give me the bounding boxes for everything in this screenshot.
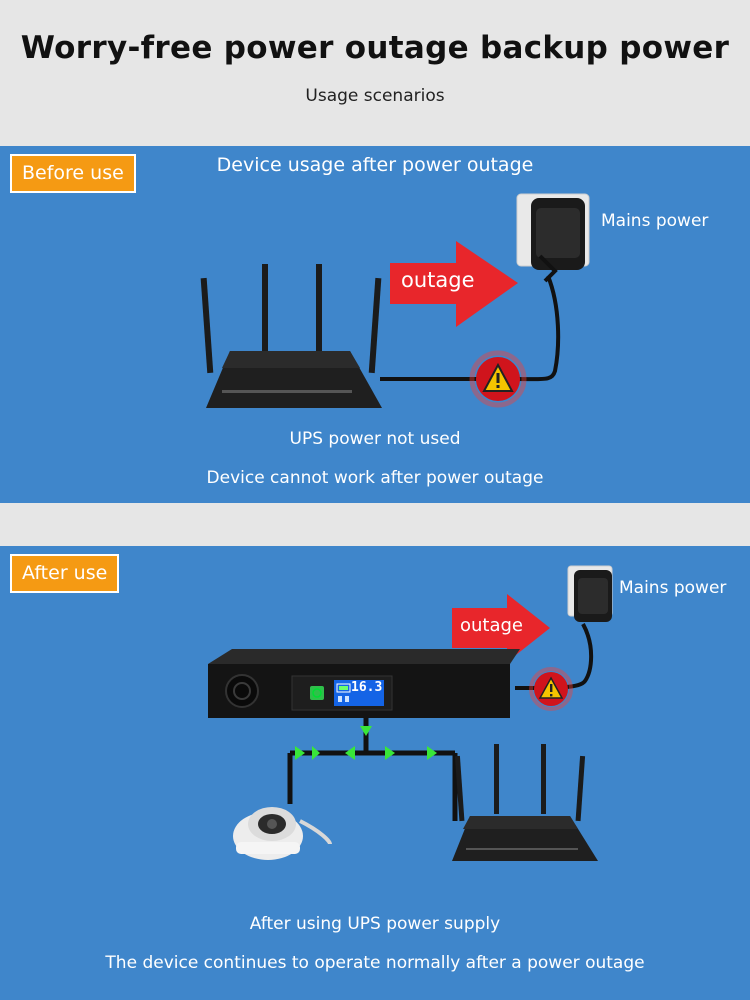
before-mains-label: Mains power <box>601 211 709 231</box>
after-caption-1: After using UPS power supply <box>249 914 501 934</box>
router-icon <box>452 744 598 861</box>
warning-icon <box>469 350 527 408</box>
after-outage-label: outage <box>460 615 524 636</box>
power-adapter-icon <box>516 193 590 283</box>
before-heading: Device usage after power outage <box>216 154 534 176</box>
power-cable <box>380 275 561 382</box>
after-outage-arrow <box>452 594 550 662</box>
section-gap <box>0 503 750 546</box>
after-mains-label: Mains power <box>619 578 727 598</box>
after-caption-2: The device continues to operate normally… <box>105 953 645 973</box>
power-adapter-icon <box>567 565 613 622</box>
after-illustration <box>208 565 613 861</box>
after-use-panel: After use Mains power outage 16.3 After … <box>0 546 750 1000</box>
power-button-icon <box>310 686 324 700</box>
power-flow-lines <box>287 718 458 821</box>
page-title: Worry-free power outage backup power <box>20 30 730 66</box>
before-use-panel: Before use Device usage after power outa… <box>0 146 750 503</box>
before-use-badge: Before use <box>10 154 136 193</box>
before-illustration <box>200 193 590 408</box>
before-outage-label: outage <box>401 268 475 292</box>
battery-icon <box>336 683 351 693</box>
ups-device-icon <box>208 649 520 718</box>
router-icon <box>200 264 382 408</box>
warning-icon <box>529 667 573 711</box>
page-subtitle: Usage scenarios <box>305 86 445 106</box>
before-caption-2: Device cannot work after power outage <box>206 468 544 488</box>
outage-arrow <box>390 241 518 327</box>
ups-display-readout: 16.3 <box>351 680 383 695</box>
after-use-badge: After use <box>10 554 120 593</box>
camera-icon <box>233 807 332 860</box>
before-caption-1: UPS power not used <box>289 429 461 449</box>
header: Worry-free power outage backup power Usa… <box>0 0 750 146</box>
